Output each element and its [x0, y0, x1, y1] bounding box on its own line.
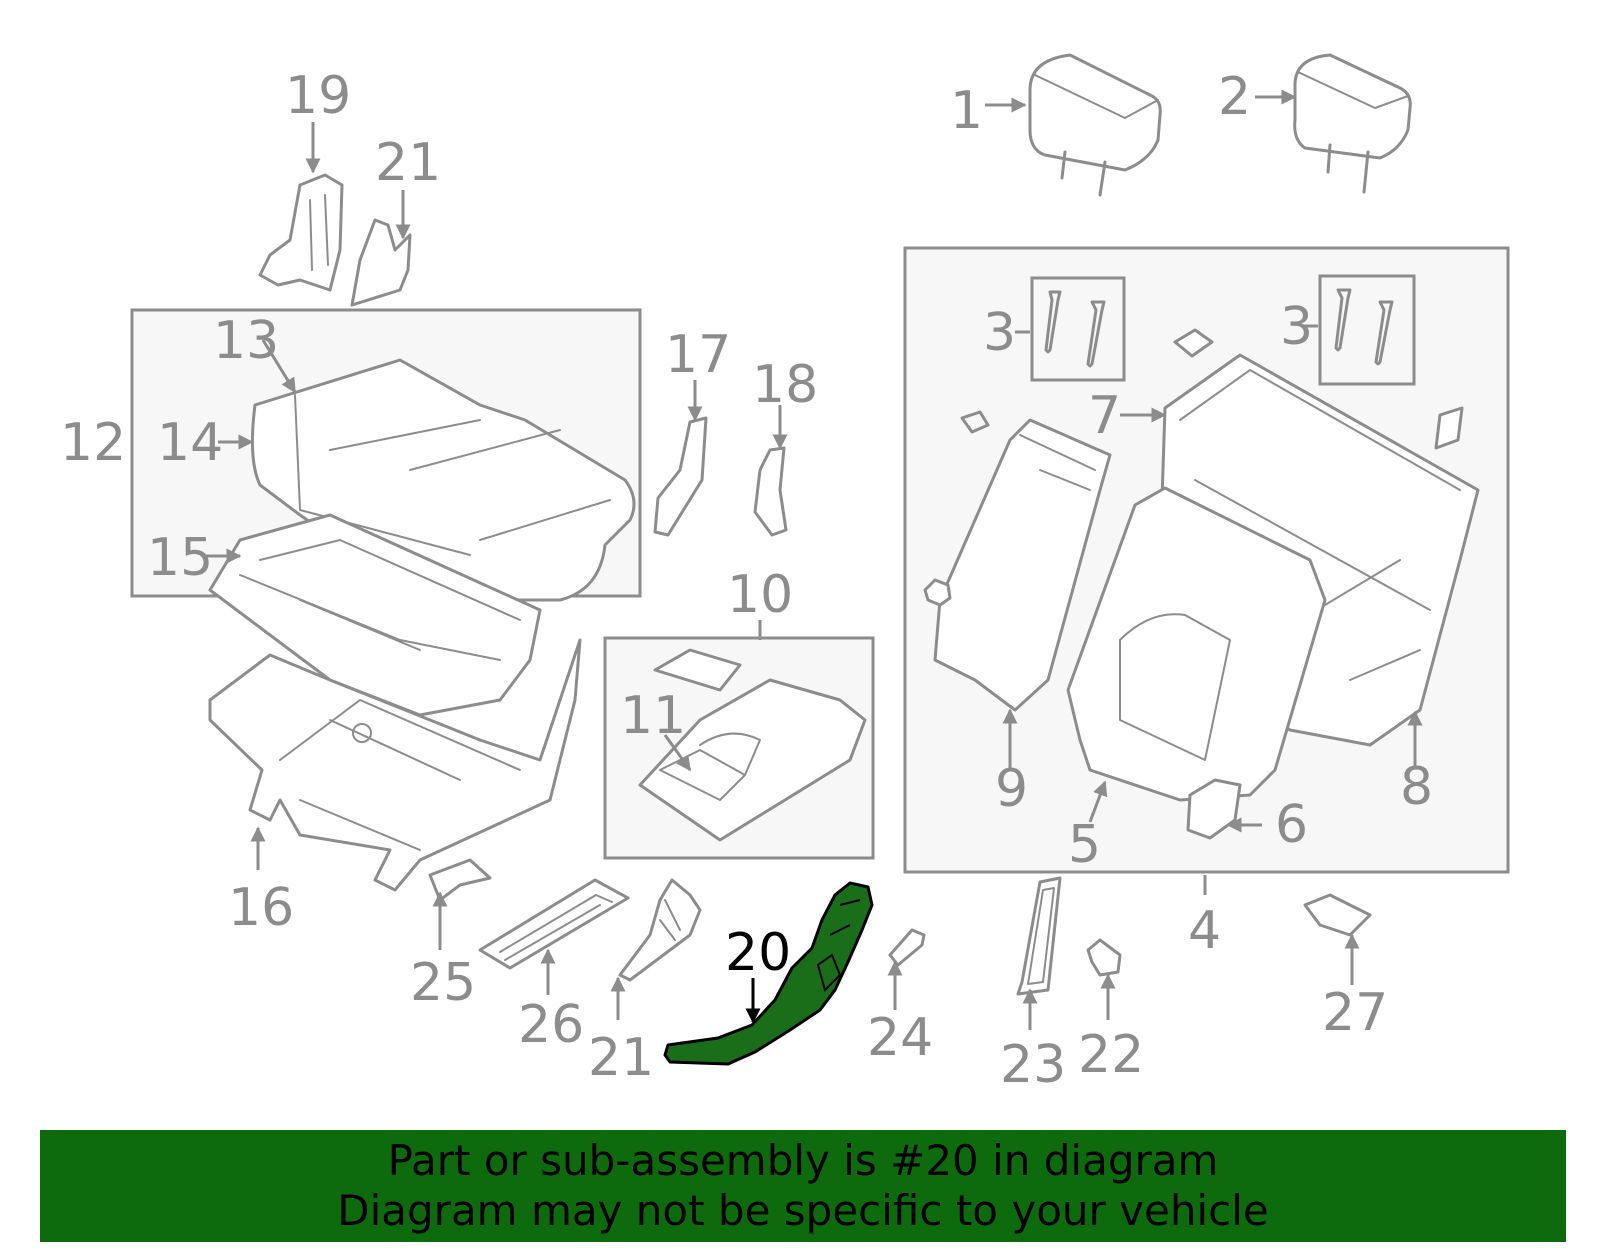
callout-23: 23 [1000, 1035, 1066, 1095]
callout-24: 24 [867, 1008, 933, 1068]
callout-6: 6 [1275, 795, 1308, 855]
bracket-21-top [350, 218, 412, 307]
callout-21-bottom: 21 [588, 1028, 654, 1088]
seat-back-panel [933, 418, 1112, 712]
seat-back-cushion [1066, 486, 1327, 802]
bolt-box-right [1318, 274, 1416, 386]
clip-24 [888, 928, 926, 967]
callout-8: 8 [1400, 757, 1433, 817]
callout-18: 18 [752, 355, 818, 415]
callout-25: 25 [410, 953, 476, 1013]
banner-line-2: Diagram may not be specific to your vehi… [337, 1186, 1269, 1235]
info-banner: Part or sub-assembly is #20 in diagram D… [40, 1130, 1566, 1242]
callout-11: 11 [620, 686, 686, 746]
banner-line-1: Part or sub-assembly is #20 in diagram [387, 1136, 1219, 1185]
nut-9b [923, 578, 952, 607]
bolts-right [1334, 288, 1394, 366]
callout-2: 2 [1218, 67, 1251, 127]
callout-16: 16 [228, 878, 294, 938]
callout-20: 20 [725, 923, 791, 983]
part-20-highlighted [663, 881, 874, 1066]
armrest [638, 648, 867, 842]
callout-27: 27 [1322, 983, 1388, 1043]
callout-3-right: 3 [1280, 297, 1313, 357]
callout-26: 26 [518, 995, 584, 1055]
part-20-shape [663, 881, 874, 1066]
bracket-21-bottom [618, 878, 702, 982]
callout-21-top: 21 [375, 133, 441, 193]
callout-10: 10 [727, 565, 793, 625]
callout-9: 9 [995, 759, 1028, 819]
small-clip-top [1173, 328, 1214, 358]
callout-22: 22 [1078, 1025, 1144, 1085]
trim-23 [1016, 876, 1062, 996]
callout-13: 13 [213, 311, 279, 371]
trim-26 [478, 878, 630, 970]
bracket-17 [653, 416, 708, 537]
callout-15: 15 [147, 528, 213, 588]
bolts-left [1044, 290, 1106, 368]
headrest-2 [1293, 53, 1412, 194]
bolt-box-left [1030, 276, 1126, 382]
small-clip-right [1434, 406, 1464, 450]
cap-22 [1086, 938, 1122, 977]
screw-9a [960, 410, 990, 434]
callout-7: 7 [1088, 386, 1121, 446]
callout-17: 17 [665, 325, 731, 385]
callout-1: 1 [950, 81, 983, 141]
callout-3-left: 3 [983, 303, 1016, 363]
bracket-18 [753, 446, 788, 537]
callout-12: 12 [60, 413, 126, 473]
seat-frame [208, 638, 582, 892]
headrest-1 [1028, 53, 1162, 197]
callout-5: 5 [1068, 815, 1101, 875]
callout-14: 14 [157, 413, 223, 473]
pad-27 [1303, 893, 1372, 937]
bracket-19 [258, 173, 344, 292]
callout-19: 19 [285, 66, 351, 126]
callout-arrows [205, 89, 1423, 1030]
callout-4: 4 [1188, 901, 1221, 961]
